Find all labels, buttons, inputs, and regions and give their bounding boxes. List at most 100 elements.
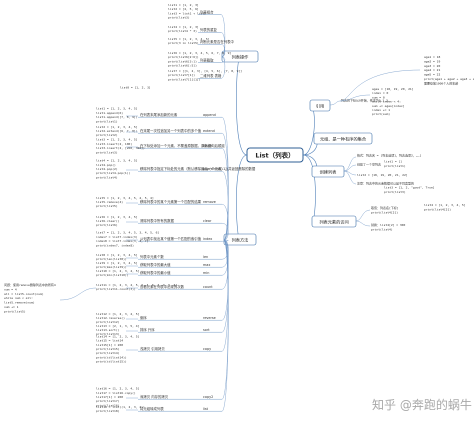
method-code-line: print(list16) xyxy=(96,403,120,407)
connector-path xyxy=(221,148,229,241)
extra-note-line: 问题：使用remove删除列表中的所有4 xyxy=(4,282,56,287)
connector-path xyxy=(220,44,226,58)
ops-label: 列表的重复 xyxy=(200,27,218,32)
node-intro[interactable]: 引用 xyxy=(309,99,331,112)
connector-path xyxy=(329,100,341,106)
extra-note-line: while num < all: xyxy=(4,296,33,300)
method-desc-2: 在下标处添加一个元素，不覆盖原数据，原数据向后顺延 xyxy=(140,143,225,148)
ops-snippets: list1 = [1, 2, 3]list2 = [4, 5, 6]list3 … xyxy=(120,3,242,90)
snippet-line: print(list1) xyxy=(384,164,406,168)
method-code-line: print(max(list9)) xyxy=(96,265,127,269)
method-desc-14: 深拷贝 内存的拷贝 xyxy=(140,394,169,399)
method-code-line: print(list18) xyxy=(96,409,120,413)
extra-note-line: num = 4 xyxy=(4,287,17,291)
method-code-line: list17 = list16.copy() xyxy=(96,391,136,395)
connector-path xyxy=(355,209,371,222)
svg-text:引用: 引用 xyxy=(316,102,324,109)
access-snippets: 取值：列表名[下标]print(list4[2])替换：list4[2] = 3… xyxy=(355,203,466,232)
connector-path xyxy=(343,164,357,172)
snippet-line: print(list3) xyxy=(168,16,190,20)
method-code-line: print(list12) xyxy=(96,320,120,324)
method-code-line: list4 = [1, 2, 3, 4, 5] xyxy=(96,159,138,163)
snippet-line: list7 = [[1, 2, 3], [4, 5, 6], [7, 8, 9]… xyxy=(168,69,242,73)
method-code-line: list6.clear() xyxy=(96,219,120,223)
snippet-line: print(list6[3:]) xyxy=(168,59,197,63)
method-desc-5: 清除列表中所有的数据 xyxy=(140,218,175,223)
node-defn[interactable]: 元组、是一种有序的集合 xyxy=(313,132,373,145)
method-desc-4: 移除列表中的某个元素第一个匹配的结果 xyxy=(140,199,202,204)
snippet-line: 创建了一个空列表 xyxy=(357,162,381,167)
center-label: List（列表） xyxy=(255,151,294,160)
snippet-line: list1 = [1, 2, 3] xyxy=(168,3,199,7)
connector-path xyxy=(339,94,371,102)
snippet-line: print(list4[2]) xyxy=(371,211,398,215)
ops-code-line: list0 = [1, 2, 3] xyxy=(120,86,151,90)
method-code-line: list2 = [1, 2, 3, 4, 5] xyxy=(96,125,138,129)
method-name-3: pop(x=list[-1]) xyxy=(203,167,229,171)
method-code-line: list5.remove(4) xyxy=(96,200,123,204)
center-node[interactable]: List（列表） xyxy=(246,147,304,163)
connector-path xyxy=(355,220,371,227)
method-name-8: max xyxy=(203,263,210,267)
intro-code-line: age3 = 20 xyxy=(424,64,440,68)
method-code-line: print(list15) xyxy=(96,347,120,351)
ops-label: 二维列表 表格 xyxy=(200,73,222,78)
method-code-line: list4.pop(2) xyxy=(96,167,118,171)
method-name-0: append xyxy=(203,113,216,117)
method-code-line: print(min(list10)) xyxy=(96,273,129,277)
method-code-line: print(list2) xyxy=(96,133,118,137)
ops-label: 判断元素是否在列表中 xyxy=(200,39,235,44)
method-code-line: list13 = [2, 1, 3, 5, 4] xyxy=(96,324,140,328)
method-code-line: list8 = [1, 2, 3, 4, 5] xyxy=(96,253,138,257)
connector-path xyxy=(59,287,97,301)
snippet-line: list6 = [1, 2, 3, 4, 5, 6, 7, 8, 9] xyxy=(168,51,231,55)
method-code-line: print(list13) xyxy=(96,332,120,336)
intro-code-line: index = 0 xyxy=(372,91,388,95)
method-desc-9: 获取列表中的最小值 xyxy=(140,270,171,275)
intro-code-line: age1 = 18 xyxy=(424,55,440,59)
method-code-line: list12.reverse() xyxy=(96,316,125,320)
node-access[interactable]: 列表元素的访问 xyxy=(311,215,357,228)
method-code-line: list3 = [1, 2, 3, 4, 5] xyxy=(96,138,138,142)
node-create[interactable]: 创建列表 xyxy=(311,165,345,178)
snippet-line: list1 = [] xyxy=(384,160,402,164)
method-name-10: count xyxy=(203,285,213,289)
intro-code-line: while index < 4: xyxy=(372,100,401,104)
snippet-line: list5 = [1, 2, 3, 4, 5] xyxy=(168,37,210,41)
method-code-line: list3.insert(2, 100) xyxy=(96,142,132,146)
intro-code-line: print(sum) xyxy=(372,112,390,116)
method-code-line: print(id(list14)) xyxy=(96,355,127,359)
node-ops[interactable]: 列表操作 xyxy=(221,50,259,63)
method-name-2: insert xyxy=(203,144,213,148)
method-code-line: print(list5) xyxy=(96,204,118,208)
method-code-line: list1.append([7, 8, 9]) xyxy=(96,115,138,119)
connector-path xyxy=(221,239,229,242)
intro-code-line: age2 = 19 xyxy=(424,59,440,63)
snippet-line: 列表的下标从0开始，依次为0,1,2... xyxy=(341,98,393,103)
connector-path xyxy=(221,239,229,352)
intro-code-line: 需要存放1000个人的年龄 xyxy=(424,80,458,85)
access-code-line: print(list4[2]) xyxy=(424,208,451,212)
method-name-1: extend xyxy=(203,129,215,133)
svg-text:列表元素的访问: 列表元素的访问 xyxy=(319,218,348,225)
method-name-15: list xyxy=(203,407,209,411)
method-code-line: list12 = [1, 2, 3, 4, 5] xyxy=(96,312,140,316)
method-code-line: print(list17) xyxy=(96,399,120,403)
intro-code-line: sum += ages[index] xyxy=(372,104,405,108)
method-desc-6: 从列表中找出某个值第一个匹配的索引值 xyxy=(140,236,202,241)
method-desc-0: 在列表末尾添加新的元素 xyxy=(140,112,178,117)
method-code-line: list15 = list14 xyxy=(96,339,123,343)
method-code-line: index8 = list7.index(3, 3, 7) xyxy=(96,239,149,243)
snippet-line: print(list6[:5]) xyxy=(168,64,197,68)
snippet-line: print(list4) xyxy=(371,228,393,232)
method-code-line: list15[1] = 200 xyxy=(96,343,123,347)
method-code-line: list11 = [1, 2, 3, 4, 5, 3, 4, 5, 3, 3, … xyxy=(96,283,177,287)
method-name-12: sort xyxy=(203,328,210,332)
snippet-line: print(list4 * 3) xyxy=(168,29,197,33)
method-name-11: reverse xyxy=(203,316,216,320)
node-methods[interactable]: 列表方法 xyxy=(223,233,257,246)
